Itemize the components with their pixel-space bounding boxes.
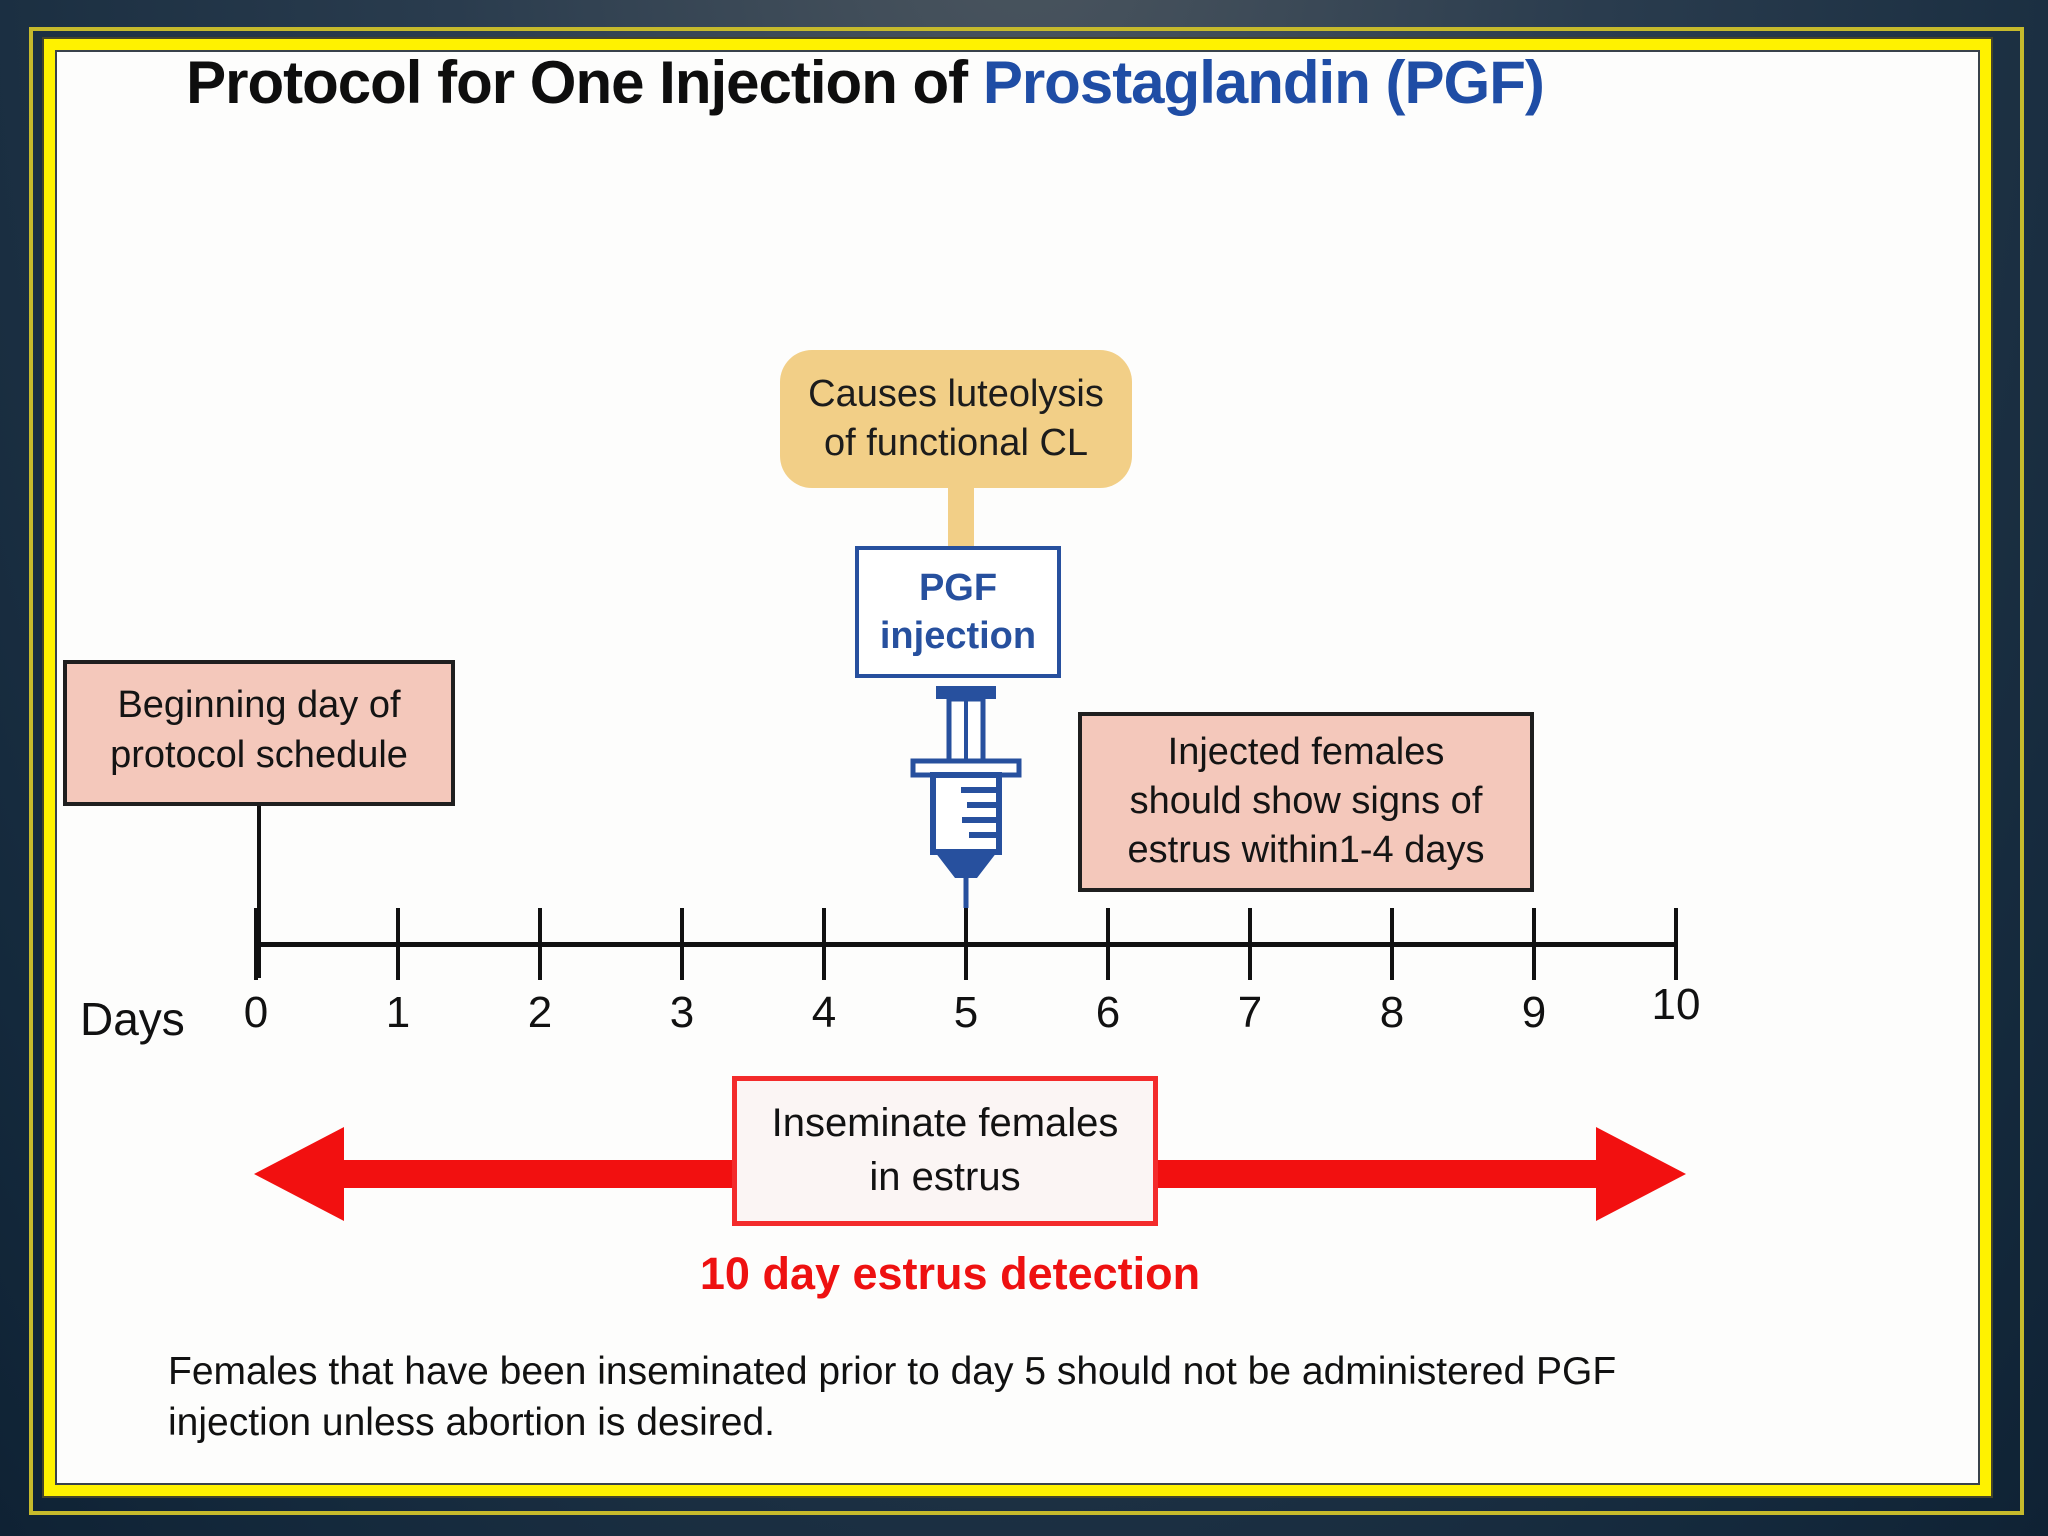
page-title-black: Protocol for One Injection of — [186, 49, 968, 116]
footnote-line2: injection unless abortion is desired. — [168, 1401, 776, 1444]
pgf-injection-line1: PGF — [918, 567, 998, 609]
pgf-injection-line2: injection — [879, 615, 1037, 657]
outer-thin-frame — [29, 27, 2024, 1515]
day-label-0: 0 — [243, 988, 269, 1037]
syringe-icon — [910, 686, 1022, 908]
page-title-blue: Prostaglandin (PGF) — [982, 49, 1545, 116]
beginning-day-line1: Beginning day of — [117, 684, 401, 726]
day-label-4: 4 — [811, 988, 837, 1037]
beginning-day-box: Beginning day of protocol schedule — [63, 660, 455, 806]
timeline-tick-1 — [396, 908, 400, 980]
estrus-detection-label: 10 day estrus detection — [699, 1248, 1201, 1299]
callout-luteolysis-line1: Causes luteolysis — [808, 373, 1104, 415]
syringe-hub — [935, 852, 997, 878]
day-label-3: 3 — [669, 988, 695, 1037]
timeline-tick-3 — [680, 908, 684, 980]
day-label-10: 10 — [1651, 980, 1701, 1029]
timeline-tick-0 — [254, 908, 258, 980]
day-label-9: 9 — [1521, 988, 1547, 1037]
timeline-tick-7 — [1248, 908, 1252, 980]
page-title: Protocol for One Injection of Prostaglan… — [160, 48, 1570, 117]
pgf-injection-box: PGF injection — [855, 546, 1061, 678]
callout-luteolysis-line2: of functional CL — [823, 422, 1089, 464]
inseminate-females-box: Inseminate females in estrus — [732, 1076, 1158, 1226]
timeline-tick-4 — [822, 908, 826, 980]
day-label-1: 1 — [385, 988, 411, 1037]
injected-females-line2: should show signs of — [1129, 780, 1483, 822]
day-label-7: 7 — [1237, 988, 1263, 1037]
days-axis-caption: Days — [80, 993, 185, 1045]
inseminate-line2: in estrus — [869, 1155, 1021, 1199]
day-label-6: 6 — [1095, 988, 1121, 1037]
timeline-tick-8 — [1390, 908, 1394, 980]
beginning-day-line2: protocol schedule — [110, 734, 408, 776]
inseminate-line1: Inseminate females — [771, 1101, 1119, 1145]
timeline-tick-10 — [1674, 908, 1678, 980]
callout-luteolysis: Causes luteolysis of functional CL — [780, 350, 1132, 488]
injected-females-line3: estrus within1-4 days — [1127, 829, 1485, 871]
timeline-tick-5 — [964, 908, 968, 980]
callout-stem — [948, 484, 974, 550]
footnote-line1: Females that have been inseminated prior… — [168, 1350, 1617, 1393]
beginning-day-connector — [257, 806, 261, 978]
timeline-tick-6 — [1106, 908, 1110, 980]
injected-females-box: Injected females should show signs of es… — [1078, 712, 1534, 892]
day-label-5: 5 — [953, 988, 979, 1037]
arrow-right-head — [1596, 1127, 1686, 1221]
arrow-left-head — [254, 1127, 344, 1221]
syringe-plunger-handle — [936, 686, 996, 699]
day-label-2: 2 — [527, 988, 553, 1037]
timeline-tick-2 — [538, 908, 542, 980]
injected-females-line1: Injected females — [1167, 731, 1445, 773]
footnote: Females that have been inseminated prior… — [168, 1346, 1908, 1448]
day-label-8: 8 — [1379, 988, 1405, 1037]
syringe-barrel — [930, 772, 1002, 855]
timeline-tick-9 — [1532, 908, 1536, 980]
